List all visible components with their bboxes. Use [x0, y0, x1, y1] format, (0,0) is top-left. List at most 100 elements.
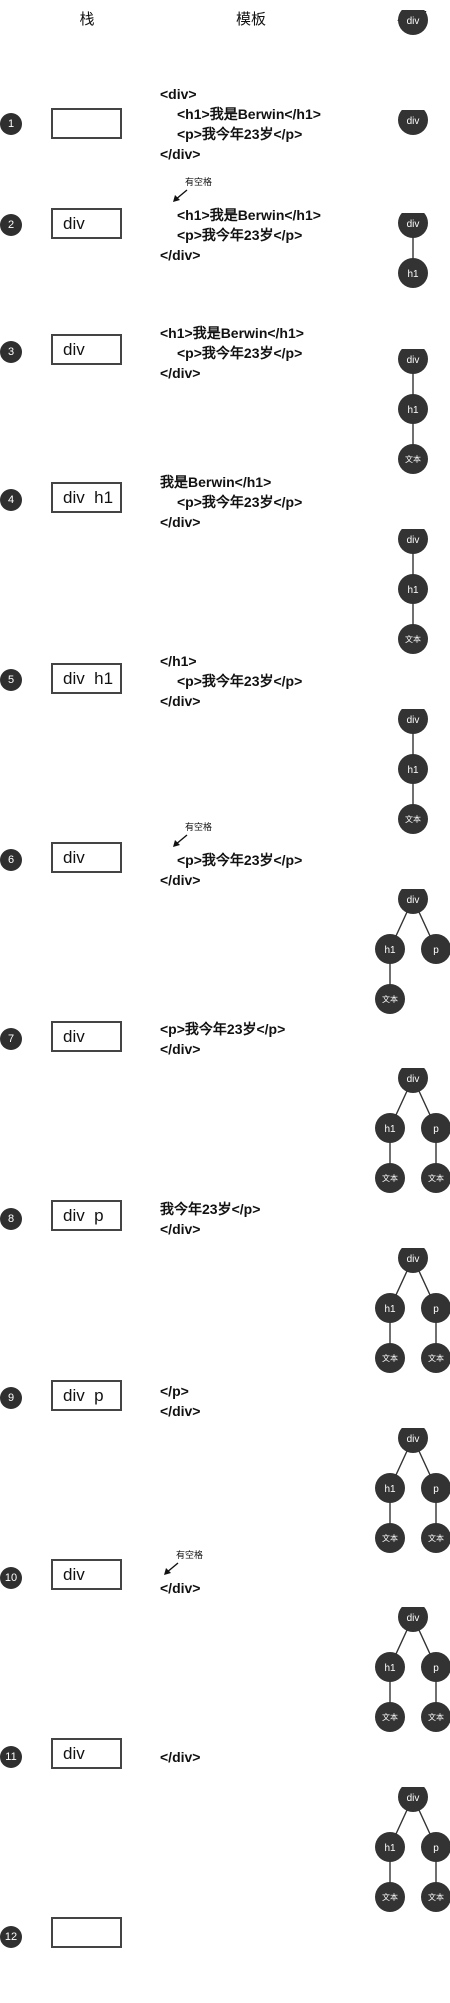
svg-text:div: div: [407, 219, 420, 230]
ast-node: 文本: [398, 444, 428, 474]
space-note: 有空格: [185, 177, 213, 187]
svg-text:文本: 文本: [428, 1892, 444, 1902]
ast-node: div: [398, 1787, 428, 1812]
svg-text:p: p: [433, 1484, 439, 1495]
step-number: 10: [0, 1567, 22, 1589]
template-code: </h1><p>我今年23岁</p></div>: [160, 651, 302, 711]
step-number: 2: [0, 214, 22, 236]
ast-node: h1: [375, 1832, 405, 1862]
svg-text:div: div: [407, 116, 420, 127]
stack-box: [51, 108, 122, 139]
ast-tree: div: [398, 110, 428, 135]
ast-tree: div h1 文本: [398, 709, 428, 834]
step-number: 1: [0, 113, 22, 135]
stack-box: div: [51, 1021, 122, 1052]
template-code: <div><h1>我是Berwin</h1><p>我今年23岁</p></div…: [160, 84, 321, 164]
ast-node: h1: [398, 574, 428, 604]
template-line: <p>我今年23岁</p>: [160, 1021, 286, 1037]
arrow-icon: [164, 1562, 179, 1575]
stack-box: div h1: [51, 663, 122, 694]
template-code: <h1>我是Berwin</h1><p>我今年23岁</p></div>: [160, 323, 304, 383]
ast-node: 文本: [421, 1702, 450, 1732]
template-code: </p></div>: [160, 1381, 200, 1421]
ast-node: 文本: [421, 1882, 450, 1912]
stack-box: div: [51, 1559, 122, 1590]
template-line: </div>: [160, 872, 201, 888]
ast-node: 文本: [398, 804, 428, 834]
template-code: <h1>我是Berwin</h1><p>我今年23岁</p></div>: [160, 205, 321, 265]
template-line: </p>: [160, 1383, 189, 1399]
stack-box: [51, 1917, 122, 1948]
step-number: 7: [0, 1028, 22, 1050]
svg-text:h1: h1: [384, 945, 396, 956]
svg-text:p: p: [433, 945, 439, 956]
svg-text:文本: 文本: [382, 1712, 398, 1722]
svg-text:文本: 文本: [428, 1533, 444, 1543]
ast-node: div: [398, 349, 428, 374]
ast-node: 文本: [421, 1343, 450, 1373]
template-code: <p>我今年23岁</p></div>: [160, 850, 302, 890]
svg-text:div: div: [407, 1613, 420, 1624]
template-code: </div>: [160, 1747, 200, 1767]
svg-text:div: div: [407, 535, 420, 546]
template-line: </div>: [160, 146, 201, 162]
stack-box: div: [51, 842, 122, 873]
step-number: 12: [0, 1926, 22, 1948]
ast-tree: div h1: [398, 213, 428, 288]
svg-text:文本: 文本: [405, 634, 421, 644]
svg-text:h1: h1: [407, 585, 419, 596]
template-line: 我今年23岁</p>: [160, 1201, 261, 1217]
arrow-icon: [173, 834, 188, 847]
svg-text:div: div: [407, 1254, 420, 1265]
template-header: 模板: [235, 11, 266, 28]
ast-node: div: [398, 1428, 428, 1453]
svg-text:div: div: [407, 355, 420, 366]
svg-text:h1: h1: [384, 1484, 396, 1495]
step-number: 4: [0, 489, 22, 511]
stack-header: 栈: [79, 11, 95, 28]
svg-text:文本: 文本: [405, 814, 421, 824]
space-note: 有空格: [176, 1550, 204, 1560]
stack-box: div h1: [51, 482, 122, 513]
svg-text:文本: 文本: [382, 1353, 398, 1363]
svg-text:h1: h1: [407, 269, 419, 280]
svg-text:p: p: [433, 1304, 439, 1315]
svg-text:h1: h1: [384, 1124, 396, 1135]
template-line: <h1>我是Berwin</h1>: [177, 207, 321, 223]
template-code: <p>我今年23岁</p> </div>: [160, 1019, 285, 1059]
ast-node: div: [398, 889, 428, 914]
ast-node: div: [398, 709, 428, 734]
template-line: 我是Berwin</h1>: [160, 474, 272, 490]
ast-node: div: [398, 10, 428, 35]
ast-node: p: [421, 934, 450, 964]
stack-box: div: [51, 1738, 122, 1769]
ast-node: 文本: [375, 1882, 405, 1912]
ast-node: 文本: [375, 1702, 405, 1732]
svg-text:文本: 文本: [382, 1533, 398, 1543]
ast-node: h1: [398, 258, 428, 288]
template-code: 我今年23岁</p> </div>: [160, 1199, 260, 1239]
svg-text:h1: h1: [407, 765, 419, 776]
svg-text:文本: 文本: [382, 1173, 398, 1183]
ast-node: div: [398, 110, 428, 135]
step-number: 6: [0, 849, 22, 871]
ast-node: div: [398, 529, 428, 554]
template-line: </div>: [160, 1221, 201, 1237]
ast-node: h1: [398, 754, 428, 784]
template-line: <p>我今年23岁</p>: [177, 227, 303, 243]
template-line: </div>: [160, 1041, 201, 1057]
svg-text:h1: h1: [407, 405, 419, 416]
template-line: </div>: [160, 365, 201, 381]
template-line: <p>我今年23岁</p>: [177, 126, 303, 142]
svg-text:div: div: [407, 715, 420, 726]
ast-node: p: [421, 1652, 450, 1682]
arrow-icon: [173, 189, 188, 202]
step-number: 11: [0, 1746, 22, 1768]
svg-text:div: div: [407, 1434, 420, 1445]
svg-text:文本: 文本: [428, 1173, 444, 1183]
